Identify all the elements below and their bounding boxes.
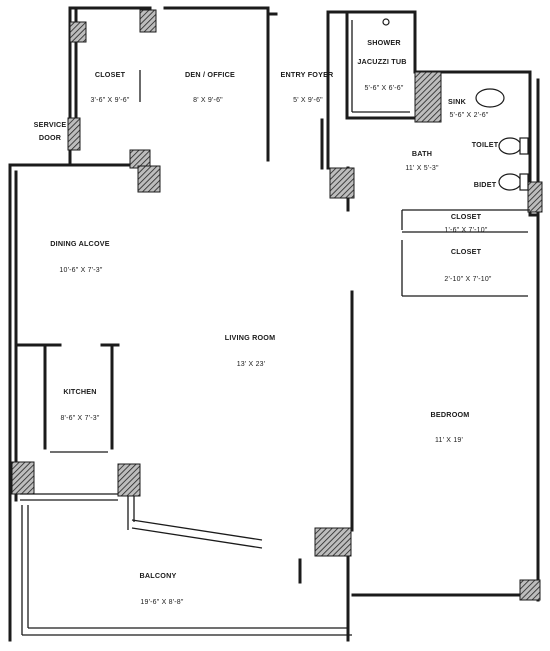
closet-office-dims: 3'-6" X 9'-6" bbox=[90, 97, 129, 104]
closet-b-label: CLOSET bbox=[451, 247, 482, 256]
closet-office-label: CLOSET bbox=[95, 70, 126, 79]
entry-foyer-label: ENTRY FOYER bbox=[281, 70, 335, 79]
bidet-label: BIDET bbox=[474, 180, 497, 189]
shower-label: SHOWER bbox=[367, 38, 401, 47]
dining-alcove-label: DINING ALCOVE bbox=[50, 239, 109, 248]
balcony-dims: 19'-6" X 8'-8" bbox=[140, 599, 183, 606]
bidet-bowl bbox=[498, 173, 522, 191]
bath-dims: 11' X 5'-3" bbox=[405, 165, 439, 172]
entry-foyer-dims: 5' X 9'-6" bbox=[293, 97, 323, 104]
room-labels: CLOSET 3'-6" X 9'-6" DEN / OFFICE 8' X 9… bbox=[34, 38, 499, 606]
shower-dims: 5'-6" X 6'-6" bbox=[364, 85, 403, 92]
toilet-bowl bbox=[498, 137, 522, 155]
jacuzzi-tub-label: JACUZZI TUB bbox=[357, 57, 406, 66]
service-door-label-1: SERVICE bbox=[34, 120, 67, 129]
sink-label: SINK bbox=[448, 97, 467, 106]
bedroom-dims: 11' X 19' bbox=[435, 437, 463, 444]
bath-fixtures bbox=[351, 18, 529, 191]
bath-label: BATH bbox=[412, 149, 432, 158]
balcony-label: BALCONY bbox=[140, 571, 177, 580]
den-office-dims: 8' X 9'-6" bbox=[193, 97, 223, 104]
kitchen-label: KITCHEN bbox=[63, 387, 96, 396]
sink-basin bbox=[475, 88, 505, 108]
toilet-label: TOILET bbox=[472, 140, 499, 149]
dining-alcove-dims: 10'-6" X 7'-3" bbox=[59, 267, 102, 274]
bedroom-label: BEDROOM bbox=[431, 410, 470, 419]
closet-a-label: CLOSET bbox=[451, 212, 482, 221]
service-door-label-2: DOOR bbox=[39, 133, 62, 142]
interior-walls bbox=[14, 12, 530, 636]
closet-a-dims: 1'-6" X 7'-10" bbox=[444, 227, 487, 234]
living-room-label: LIVING ROOM bbox=[225, 333, 276, 342]
sink-dims: 5'-6" X 2'-6" bbox=[449, 112, 488, 119]
living-room-dims: 13' X 23' bbox=[237, 361, 266, 368]
closet-b-dims: 2'-10" X 7'-10" bbox=[444, 276, 492, 283]
den-office-label: DEN / OFFICE bbox=[185, 70, 235, 79]
structural-columns bbox=[11, 9, 543, 601]
shower-drain bbox=[382, 18, 390, 26]
kitchen-dims: 8'-6" X 7'-3" bbox=[60, 415, 99, 422]
